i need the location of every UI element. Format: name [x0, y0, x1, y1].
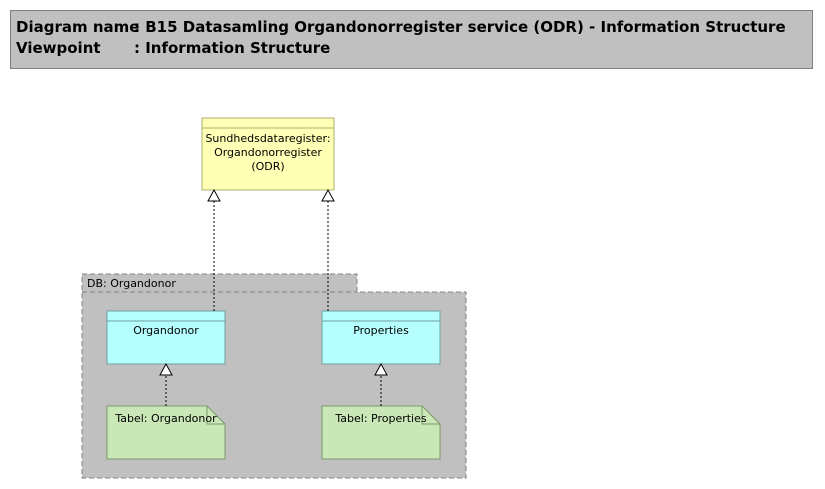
viewpoint-row: Viewpoint : Information Structure [16, 39, 330, 57]
realization-properties-odr-arrowhead [321, 188, 335, 202]
properties-label: Properties [353, 324, 409, 337]
group-label: DB: Organdonor [87, 277, 176, 290]
viewpoint-label: Viewpoint [16, 39, 101, 57]
realization-organdonor-odr-arrowhead [207, 188, 221, 202]
tabel-organdonor-label: Tabel: Organdonor [115, 412, 217, 425]
odr-label-line3: (ODR) [251, 160, 285, 173]
diagram-name-row: Diagram name: B15 Datasamling Organdonor… [16, 18, 786, 36]
diagram-name-value: : B15 Datasamling Organdonorregister ser… [134, 18, 786, 36]
business-object-odr[interactable] [201, 117, 335, 191]
artifact-tabel-organdonor-fold [206, 406, 225, 425]
tabel-properties-label: Tabel: Properties [335, 412, 427, 425]
data-object-organdonor[interactable] [106, 310, 226, 365]
realization-tabel-organdonor-arrowhead [159, 362, 173, 376]
viewpoint-value: : Information Structure [134, 39, 331, 57]
diagram-name-label: Diagram name [16, 18, 140, 36]
odr-label-line1: Sundhedsdataregister: [205, 132, 331, 145]
organdonor-label: Organdonor [133, 324, 199, 337]
odr-label: Sundhedsdataregister: Organdonorregister… [202, 132, 334, 174]
artifact-tabel-properties[interactable] [321, 405, 441, 460]
odr-label-line2: Organdonorregister [214, 146, 322, 159]
artifact-tabel-organdonor[interactable] [106, 405, 226, 460]
realization-tabel-properties-arrowhead [374, 362, 388, 376]
diagram-header: Diagram name: B15 Datasamling Organdonor… [10, 10, 813, 69]
artifact-tabel-properties-fold [421, 406, 440, 425]
